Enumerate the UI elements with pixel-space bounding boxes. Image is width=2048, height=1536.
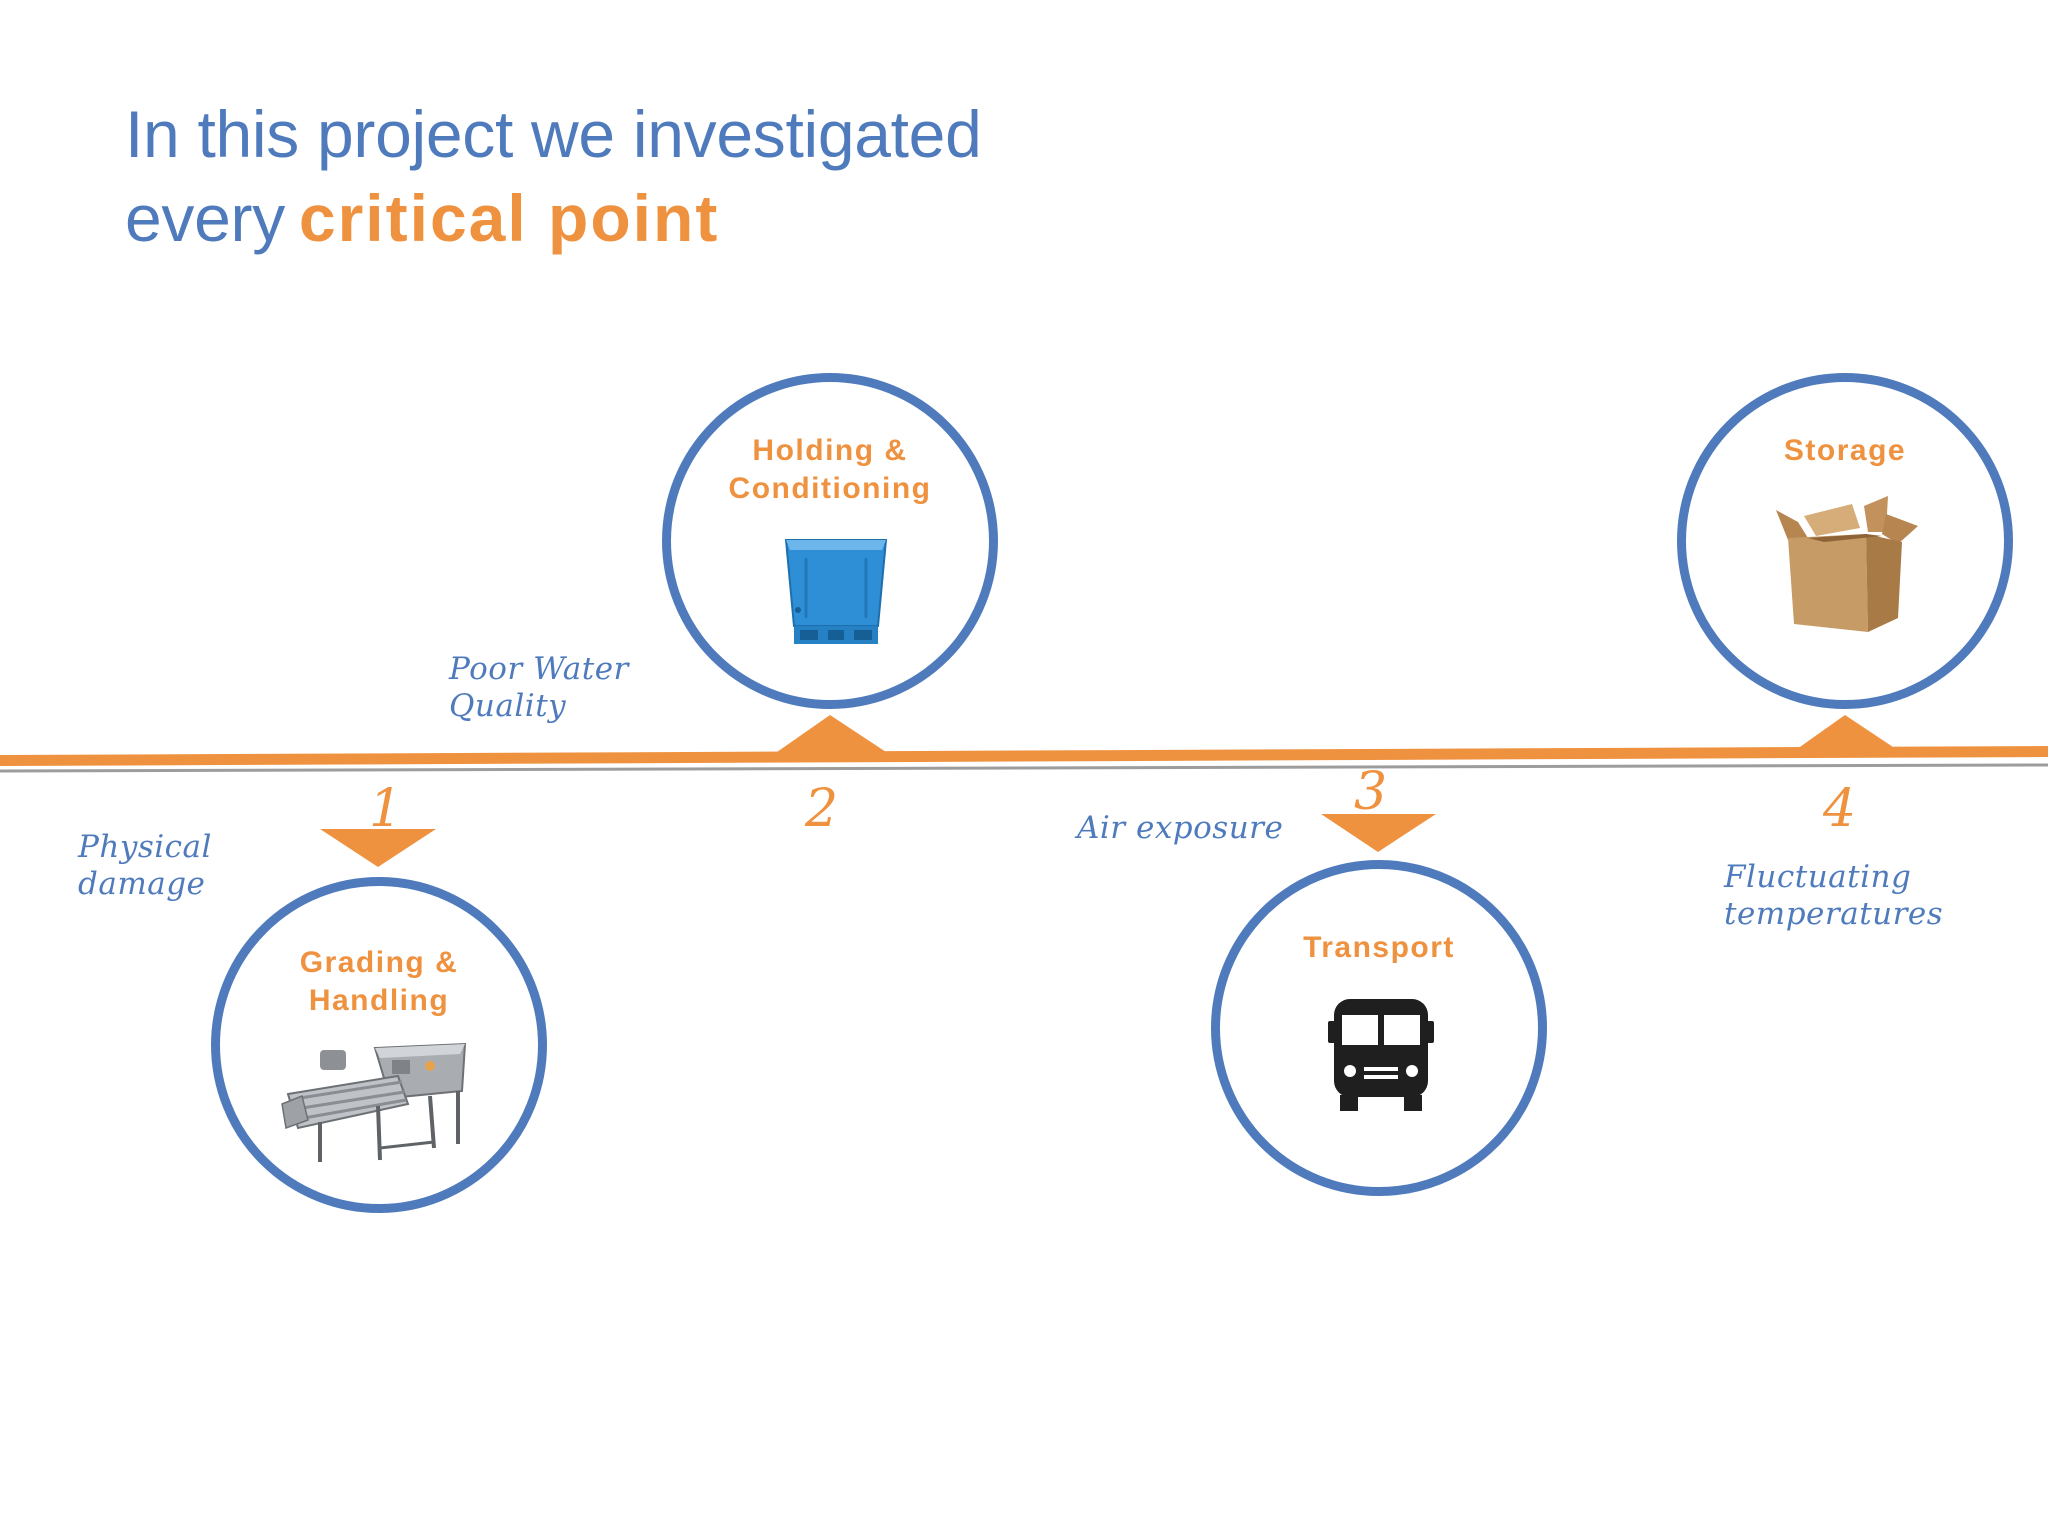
step-1-circle: Grading & Handling [211,877,547,1213]
step-1-arrow [320,829,436,867]
title-line-1: In this project we investigated [125,97,982,171]
blue-bin-icon [776,530,896,655]
title-line-2-prefix: every [125,181,285,255]
step-3-circle: Transport [1211,860,1547,1196]
step-2-circle: Holding & Conditioning [662,373,998,709]
step-3-note: Air exposure [1077,810,1284,846]
step-4-note: Fluctuating temperatures [1724,859,1944,932]
bus-icon [1326,995,1436,1120]
step-4-circle: Storage [1677,373,2013,709]
step-2-number: 2 [805,779,839,839]
step-1-note: Physical damage [78,829,212,902]
step-2-note: Poor Water Quality [449,651,629,724]
timeline-line [0,746,2048,766]
step-3-label: Transport [1303,931,1455,964]
step-2-label: Holding & Conditioning [728,434,932,505]
cardboard-box-icon [1768,492,1928,647]
step-1-number: 1 [369,779,403,839]
step-1-label: Grading & Handling [299,946,459,1017]
step-4-number: 4 [1823,779,1857,839]
step-4-arrow [1797,715,1896,749]
step-2-arrow [777,715,886,752]
grading-machine-icon [280,1036,480,1171]
step-3-arrow [1321,814,1436,852]
step-4-label: Storage [1783,434,1907,467]
timeline-shadow [0,763,2048,773]
title-accent: critical point [298,181,720,255]
step-3-number: 3 [1354,762,1388,822]
